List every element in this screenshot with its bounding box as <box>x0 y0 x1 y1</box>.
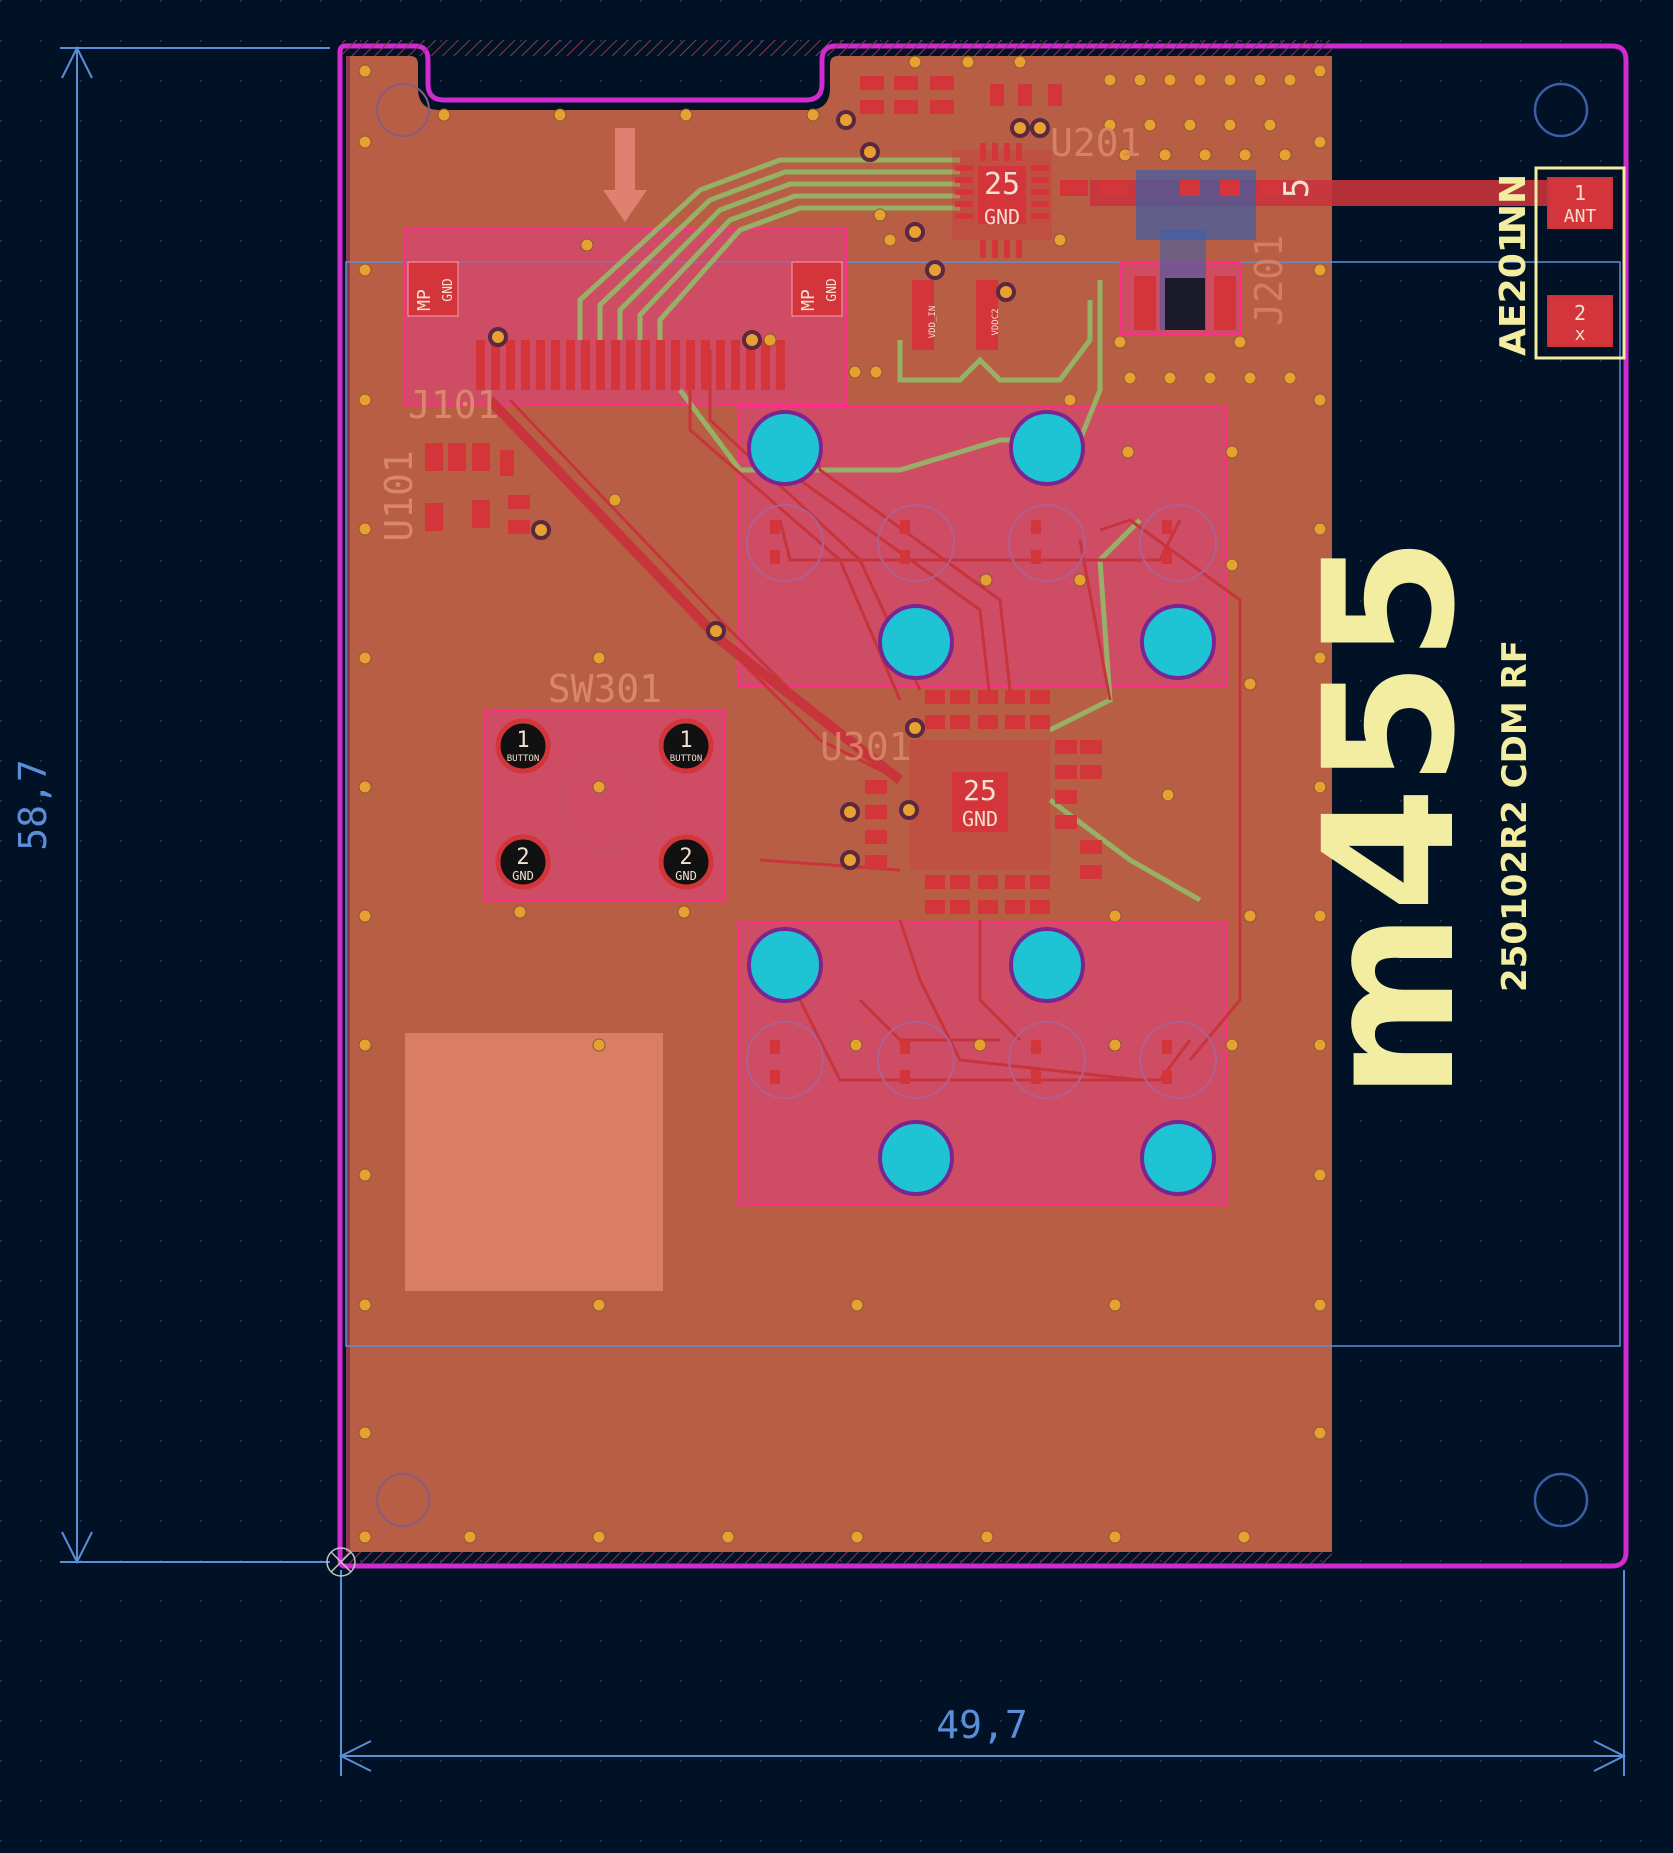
sw301-pad-2b <box>658 834 714 890</box>
ae201-pad1-name: ANT <box>1564 206 1597 227</box>
mounting-hole-group[interactable] <box>1533 82 1589 1528</box>
j101-mount-pad-left[interactable]: MP GND <box>407 261 459 317</box>
vdd-in-label: VDD_IN <box>928 306 938 339</box>
sw301-pad1a-num: 1 <box>516 728 529 753</box>
key-via <box>1140 1120 1216 1196</box>
u101-components[interactable] <box>425 443 530 534</box>
width-dimension[interactable] <box>338 1570 1627 1776</box>
keepout-hatch-top <box>342 40 1332 56</box>
board-logo: m455 <box>1286 536 1495 1099</box>
ref-u301[interactable]: U301 <box>820 725 912 769</box>
sw301-pad1a-name: BUTTON <box>507 754 540 764</box>
mounting-hole-ghosts <box>376 83 430 1527</box>
sw301-pad1b-num: 1 <box>679 728 692 753</box>
u301-chip[interactable]: 25 GND <box>910 740 1050 870</box>
mp-label-left: MP <box>414 289 435 311</box>
j101-mount-pad-right[interactable]: MP GND <box>791 261 843 317</box>
antenna-clearance <box>1165 278 1205 330</box>
orientation-arrow <box>603 128 647 222</box>
sw301-pad-2a <box>495 834 551 890</box>
key-via <box>1140 604 1216 680</box>
sw301-pad2b-num: 2 <box>679 845 692 870</box>
u201-pad-num: 25 <box>984 167 1020 202</box>
j201-fragment: 5 <box>1277 178 1317 198</box>
key-footprint-outlines <box>746 504 1217 1099</box>
ref-u101[interactable]: U101 <box>377 450 421 542</box>
sw301-pad2b-name: GND <box>675 869 697 883</box>
u201-passives[interactable] <box>860 76 1280 350</box>
ref-j101[interactable]: J101 <box>408 383 500 427</box>
sw301-pad1b-name: BUTTON <box>670 754 703 764</box>
sw301-pad2a-name: GND <box>512 869 534 883</box>
gnd-label-left: GND <box>441 278 456 302</box>
stitching-vias <box>358 55 1327 1544</box>
vddc2-label: VDDC2 <box>991 308 1001 335</box>
sw301-button[interactable] <box>495 718 714 890</box>
key-via <box>878 1120 954 1196</box>
sw301-pad-1b <box>658 718 714 774</box>
ae201-pad2-num: 2 <box>1574 301 1586 325</box>
key-vias[interactable] <box>747 410 1216 1196</box>
inner-outline <box>345 261 1621 1347</box>
ae201-pad1-num: 1 <box>1574 181 1586 205</box>
u301-pad-num: 25 <box>963 774 997 807</box>
board-revision: 250102R2 CDM RF <box>1495 640 1535 992</box>
u301-passives[interactable] <box>865 690 1102 914</box>
thermal-pad-area <box>405 1033 663 1291</box>
key-via <box>747 927 823 1003</box>
sw301-pad-1a <box>495 718 551 774</box>
key-via <box>878 604 954 680</box>
height-dimension-label: 58,7 <box>11 759 55 851</box>
ae201-suffix: NN <box>1493 174 1534 234</box>
mp-label-right: MP <box>798 289 819 311</box>
ae201-connector[interactable] <box>1534 166 1626 360</box>
tented-vias <box>488 110 1050 870</box>
mounting-hole-bottom-right <box>1533 1472 1589 1528</box>
ae201-pad-1 <box>1547 177 1613 229</box>
gnd-label-right: GND <box>825 278 840 302</box>
mounting-hole-top-right <box>1533 82 1589 138</box>
ref-sw301[interactable]: SW301 <box>548 667 662 711</box>
ref-j201[interactable]: J201 <box>1247 234 1291 326</box>
height-dimension[interactable] <box>60 45 330 1565</box>
ref-u201[interactable]: U201 <box>1050 121 1142 165</box>
u201-pins <box>955 143 1049 258</box>
origin-marker <box>326 1547 356 1577</box>
inner-tracks <box>577 157 1202 903</box>
width-dimension-label: 49,7 <box>936 1703 1028 1747</box>
j101-pads[interactable] <box>476 340 785 390</box>
sw301-pad2a-num: 2 <box>516 845 529 870</box>
ref-ae201[interactable]: AE201 <box>1493 228 1534 356</box>
keepout-hatch-bottom <box>342 1552 1332 1564</box>
key-via <box>747 410 823 486</box>
ae201-pad2-name: x <box>1575 324 1586 345</box>
key-switch-pads[interactable] <box>770 520 1172 1084</box>
ae201-pad-2 <box>1547 295 1613 347</box>
u301-pad-name: GND <box>962 807 998 831</box>
key-via <box>1009 410 1085 486</box>
u201-pad-name: GND <box>984 205 1020 229</box>
key-via <box>1009 927 1085 1003</box>
